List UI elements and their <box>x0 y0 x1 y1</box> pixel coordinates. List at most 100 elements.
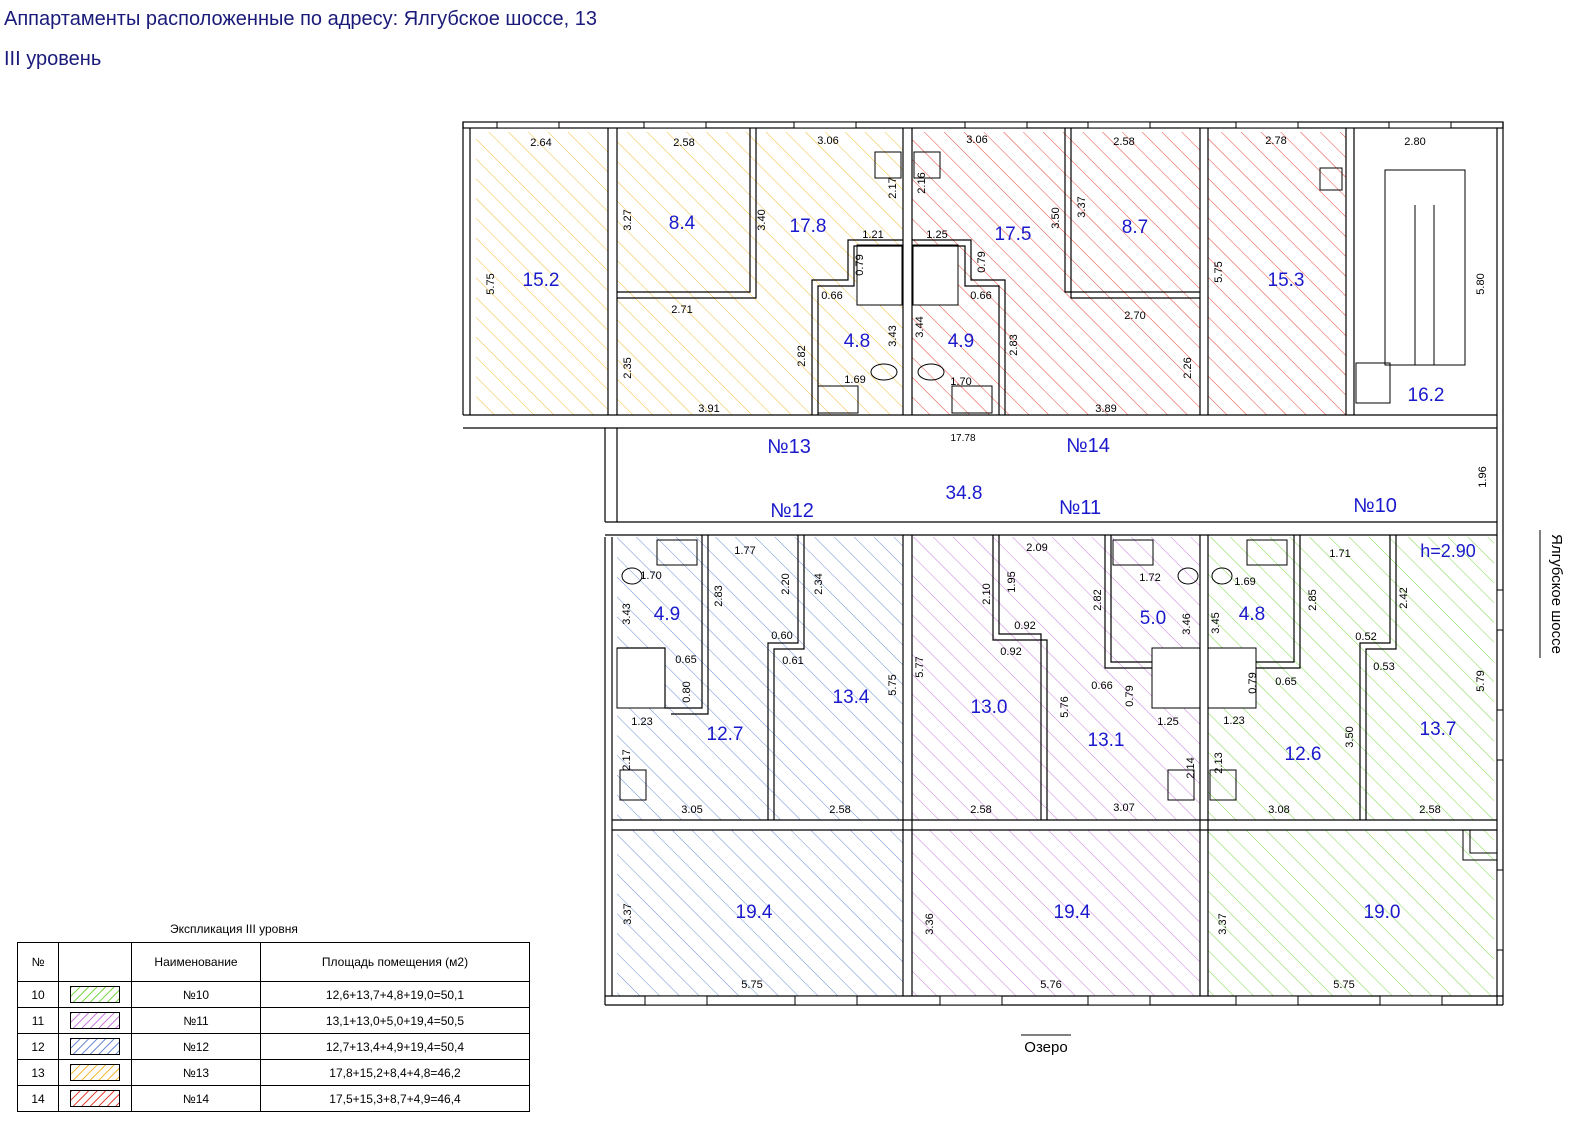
dimension-label: 2.16 <box>916 172 928 193</box>
dimension-label: 0.66 <box>970 290 991 302</box>
dimension-label: 3.43 <box>621 603 633 624</box>
room-area-label: 19.0 <box>1364 902 1401 923</box>
dimension-label: 0.52 <box>1355 631 1376 643</box>
dimension-label: 1.25 <box>1157 716 1178 728</box>
hatch-swatch <box>70 1090 120 1107</box>
toilet-icon <box>917 363 945 381</box>
legend-header-swatch <box>58 942 132 982</box>
toilet-icon <box>621 567 643 585</box>
lake-label: Озеро <box>1024 1039 1067 1056</box>
stove-icon <box>874 151 902 179</box>
room-area-label: 13.1 <box>1088 730 1125 751</box>
dimension-label: 5.80 <box>1475 273 1487 294</box>
dimension-label: 2.82 <box>1092 589 1104 610</box>
room-area-label: 13.4 <box>833 687 870 708</box>
dimension-label: 0.79 <box>976 251 988 272</box>
legend-area: 17,8+15,2+8,4+4,8=46,2 <box>260 1059 530 1086</box>
dimension-label: 2.58 <box>1113 136 1134 148</box>
dimension-label: 1.69 <box>844 374 865 386</box>
room-area-label: 4.9 <box>948 331 974 352</box>
dimension-label: 3.36 <box>924 913 936 934</box>
hatch-fills <box>476 132 1494 996</box>
stove-icon <box>619 769 647 801</box>
dimension-label: 1.69 <box>1234 576 1255 588</box>
legend-name: №14 <box>131 1085 261 1112</box>
dimension-label: 3.44 <box>914 316 926 337</box>
shower-icon <box>912 244 959 306</box>
dimension-label: 3.05 <box>681 804 702 816</box>
dimension-label: 3.91 <box>698 403 719 415</box>
legend-area: 17,5+15,3+8,7+4,9=46,4 <box>260 1085 530 1112</box>
bathtub-icon <box>1112 539 1154 566</box>
dimension-label: 3.37 <box>622 903 634 924</box>
stove-icon <box>913 151 941 179</box>
dimension-label: 1.71 <box>1329 548 1350 560</box>
dimension-label: 0.79 <box>1247 672 1259 693</box>
dimension-label: 1.23 <box>631 716 652 728</box>
apartment-number-label: №11 <box>1059 497 1101 519</box>
dimension-label: 1.70 <box>640 570 661 582</box>
dimension-label: 1.72 <box>1139 572 1160 584</box>
dimension-label: 5.75 <box>887 674 899 695</box>
dimension-label: 2.13 <box>1213 752 1225 773</box>
legend-name: №11 <box>131 1007 261 1034</box>
legend-swatch-cell <box>58 1007 132 1034</box>
legend-swatch-cell <box>58 1085 132 1112</box>
room-area-label: 19.4 <box>736 902 773 923</box>
room-area-label: 17.8 <box>790 216 827 237</box>
legend-swatch-cell <box>58 1033 132 1060</box>
legend-name: №12 <box>131 1033 261 1060</box>
legend-area: 12,6+13,7+4,8+19,0=50,1 <box>260 981 530 1008</box>
dimension-label: 0.66 <box>1091 680 1112 692</box>
dimension-label: 2.09 <box>1026 542 1047 554</box>
legend-area: 13,1+13,0+5,0+19,4=50,5 <box>260 1007 530 1034</box>
legend-num: 11 <box>17 1007 59 1034</box>
dimension-label: 0.79 <box>1124 685 1136 706</box>
stove-icon <box>1167 769 1195 801</box>
room-area-label: 13.0 <box>971 697 1008 718</box>
dimension-label: 1.96 <box>1477 466 1489 487</box>
apartment-number-label: №10 <box>1353 495 1397 517</box>
toilet-icon <box>1177 567 1199 585</box>
dimension-label: 5.76 <box>1059 696 1071 717</box>
dimension-label: 2.58 <box>673 137 694 149</box>
shower-icon <box>1207 647 1257 709</box>
corridor-length: 17.78 <box>950 433 975 444</box>
dimension-label: 3.50 <box>1344 726 1356 747</box>
dimension-label: 3.46 <box>1181 613 1193 634</box>
dimension-label: 2.80 <box>1404 136 1425 148</box>
dimension-label: 2.85 <box>1307 589 1319 610</box>
legend-num: 13 <box>17 1059 59 1086</box>
room-area-label: 13.7 <box>1420 719 1457 740</box>
hatch-swatch <box>70 986 120 1003</box>
apartment-number-label: №14 <box>1066 435 1110 457</box>
windows <box>496 121 1504 1006</box>
dimension-label: 2.83 <box>713 585 725 606</box>
room-area-label: 19.4 <box>1054 902 1091 923</box>
dimension-label: 5.77 <box>914 656 926 677</box>
apartment-number-label: №13 <box>767 436 811 458</box>
legend-caption: Экспликация III уровня <box>170 922 298 936</box>
shower-icon <box>856 244 903 306</box>
fixtures <box>616 151 1288 801</box>
legend-header-name: Наименование <box>131 942 261 982</box>
room-area-label: 4.8 <box>844 331 870 352</box>
bathtub-icon <box>951 385 993 414</box>
dimension-label: 2.34 <box>813 573 825 594</box>
dimension-label: 3.27 <box>622 209 634 230</box>
legend-name: №10 <box>131 981 261 1008</box>
room-area-label: 8.7 <box>1122 217 1148 238</box>
dimension-label: 2.78 <box>1265 135 1286 147</box>
dimension-label: 0.65 <box>675 654 696 666</box>
legend-header-area: Площадь помещения (м2) <box>260 942 530 982</box>
dimension-label: 3.06 <box>817 135 838 147</box>
dimension-label: 1.21 <box>862 229 883 241</box>
dimension-label: 1.77 <box>734 545 755 557</box>
